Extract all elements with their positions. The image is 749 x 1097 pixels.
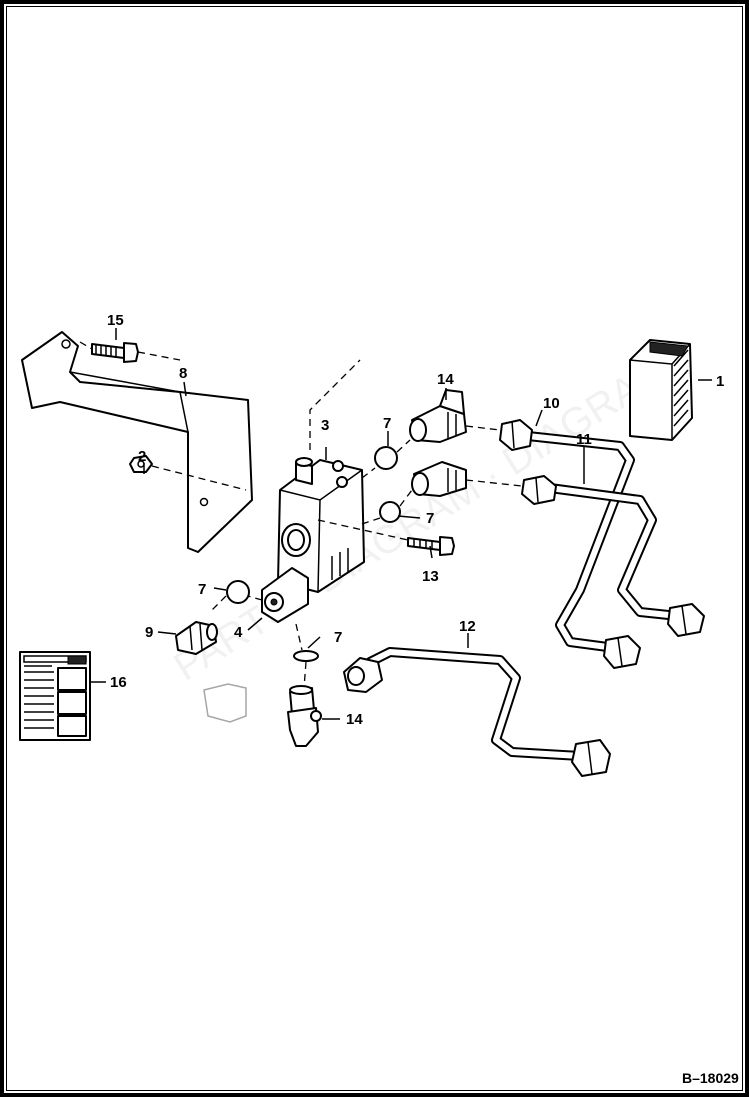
callout-2: 2 [138,448,146,465]
o-ring-part-7 [226,446,401,662]
callout-3: 3 [321,417,329,434]
callout-13: 13 [422,568,439,585]
decal-part-16 [19,651,91,741]
callout-labels: 1 2 3 4 7 7 7 7 8 9 10 11 12 13 14 14 15… [107,312,724,728]
ghost-fitting [203,683,247,723]
callout-8: 8 [179,365,187,382]
assembly-lines [209,425,523,689]
assembly-line [137,351,181,361]
callout-11: 11 [576,431,592,448]
assembly-line [151,465,247,491]
fitting-part-9 [175,621,218,655]
figure-number: B–18029 [682,1070,739,1086]
callout-15: 15 [107,312,124,329]
manual-part-1 [629,339,693,441]
tube-part-12 [343,647,611,777]
bracket-part-8 [21,331,253,553]
callout-16: 16 [110,674,127,691]
elbow-fitting-part-14-upper [409,389,467,497]
tube-part-11 [521,475,705,637]
nut-part-2 [129,455,153,473]
assembly-line [79,341,93,350]
assembly-line [309,359,361,450]
callout-12: 12 [459,618,476,635]
callout-9: 9 [145,624,153,641]
leader-lines [90,328,712,720]
bolt-part-15 [91,342,139,363]
bolt-part-13 [407,536,455,556]
callout-1: 1 [716,373,724,390]
callout-10: 10 [543,395,560,412]
valve-block-part-3 [277,457,365,593]
elbow-fitting-part-14-lower [287,685,322,747]
cartridge-part-4 [261,567,309,623]
callout-14-lower: 14 [346,711,363,728]
callout-4: 4 [234,624,243,641]
callout-7-left: 7 [198,581,206,598]
callout-7-middle: 7 [426,510,434,527]
callout-7-lower: 7 [334,629,342,646]
tube-part-10 [499,419,641,669]
callout-14-upper: 14 [437,371,454,388]
callout-7-upper: 7 [383,415,391,432]
